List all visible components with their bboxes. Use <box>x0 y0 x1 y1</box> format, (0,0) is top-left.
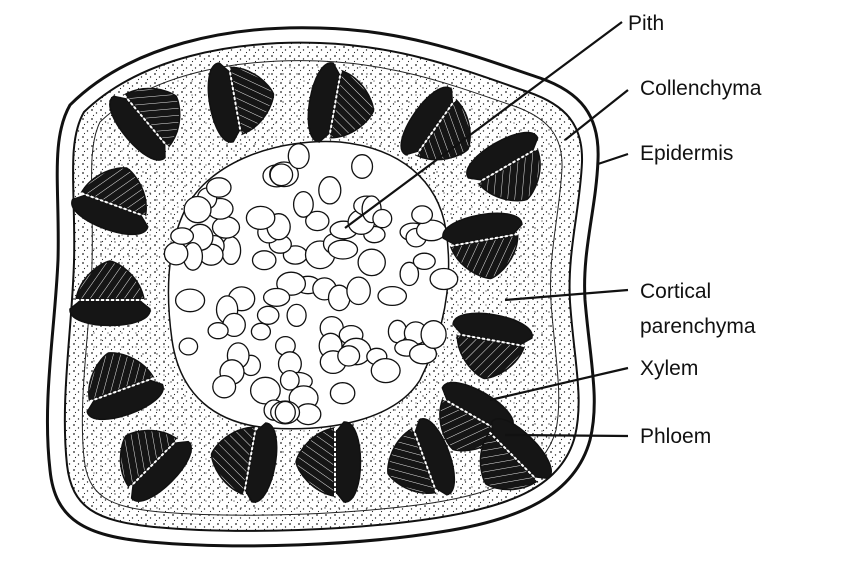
pith-cell <box>378 287 406 306</box>
label-phloem: Phloem <box>640 425 711 448</box>
pith-cell <box>294 192 314 218</box>
label-pith: Pith <box>628 12 664 35</box>
phloem-leader-line <box>505 435 628 436</box>
label-epidermis: Epidermis <box>640 142 733 165</box>
labels: Pith Collenchyma Epidermis Cortical pare… <box>628 12 762 448</box>
pith-cell <box>371 359 400 383</box>
label-cortical: Cortical <box>640 280 711 303</box>
pith-cell <box>171 228 194 244</box>
pith-cell <box>251 323 270 340</box>
pith-cell <box>246 206 274 229</box>
label-xylem: Xylem <box>640 357 698 380</box>
epidermis-leader-line <box>598 154 628 164</box>
pith-cell <box>179 338 197 355</box>
pith-cell <box>358 249 385 275</box>
pith-cell <box>176 289 205 312</box>
pith-cell <box>373 210 392 228</box>
pith-cell <box>430 269 458 290</box>
pith-cell <box>253 251 276 270</box>
pith-cell <box>421 321 446 349</box>
pith-cell <box>319 177 341 204</box>
pith-cell <box>264 289 290 307</box>
pith-cell <box>184 197 211 223</box>
pith-cell <box>213 217 240 238</box>
pith-cell <box>275 402 295 424</box>
pith-cell <box>330 383 354 404</box>
pith-region <box>164 142 457 429</box>
label-parenchyma: parenchyma <box>640 315 756 338</box>
pith-cell <box>412 206 433 224</box>
pith-cell <box>222 237 241 265</box>
phloem-cap <box>336 422 361 502</box>
pith-cell <box>164 242 187 265</box>
pith-cell <box>208 323 228 339</box>
phloem-cap <box>70 301 150 326</box>
pith-cell <box>288 144 309 169</box>
pith-cell <box>213 376 236 398</box>
label-collenchyma: Collenchyma <box>640 77 762 100</box>
pith-cell <box>207 178 231 197</box>
pith-cell <box>258 306 279 324</box>
pith-cell <box>413 253 435 269</box>
pith-cell <box>287 304 306 326</box>
pith-cell <box>328 240 357 259</box>
pith-cell <box>352 155 373 179</box>
pith-cell <box>270 164 292 186</box>
pith-cell <box>338 346 360 366</box>
pith-cell <box>347 277 370 304</box>
